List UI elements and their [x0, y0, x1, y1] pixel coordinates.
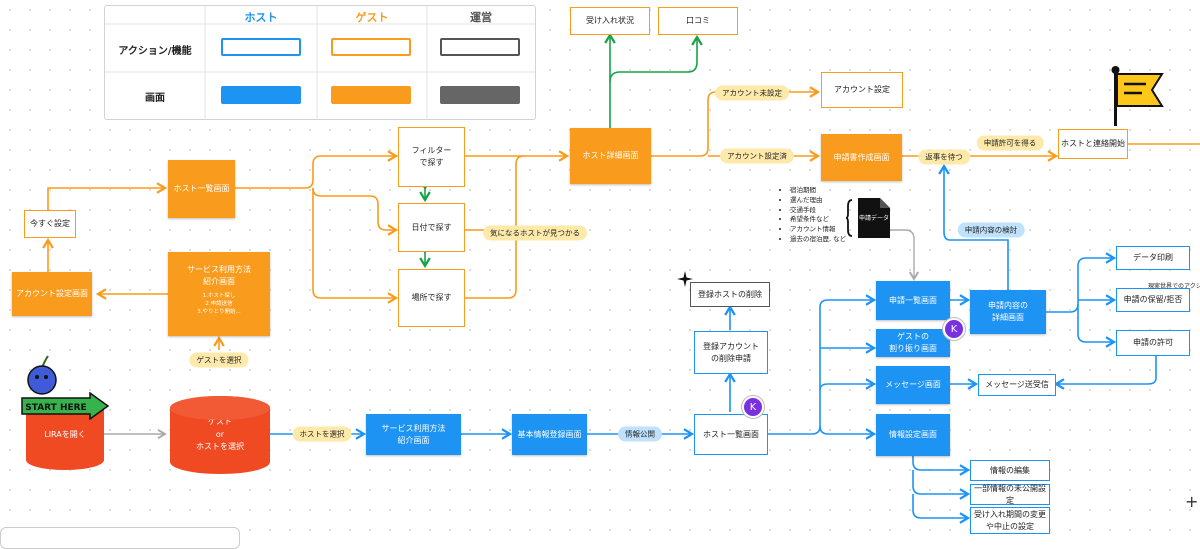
node-info-settings[interactable]: 情報設定画面	[876, 414, 950, 456]
flag-icon	[1111, 66, 1164, 126]
node-kuchikomi[interactable]: 口コミ	[658, 7, 738, 35]
avatar[interactable]: K	[742, 396, 764, 418]
node-partial-private[interactable]: 一部情報の未公開設定	[970, 484, 1050, 505]
node-application-detail[interactable]: 申請内容の 詳細画面	[970, 290, 1046, 334]
node-delete-host[interactable]: 登録ホストの削除	[690, 282, 770, 307]
list-item: 選んだ理由	[790, 196, 846, 206]
node-service-intro-guest-title: サービス利用方法 紹介画面	[187, 265, 251, 286]
node-basic-info[interactable]: 基本情報登録画面	[512, 414, 587, 455]
legend-host-label: ホスト	[244, 11, 278, 24]
cylinder-top	[170, 396, 270, 420]
star-burst-icon	[677, 271, 693, 287]
pill-publish-info: 情報公開	[618, 426, 662, 442]
node-delete-request[interactable]: 登録アカウント の削除申請	[694, 331, 768, 374]
legend-admin-action-swatch	[440, 38, 520, 56]
list-item: 宿泊期間	[790, 186, 846, 196]
node-account-setting[interactable]: アカウント設定	[821, 72, 903, 108]
node-host-list-guest[interactable]: ホスト一覧画面	[168, 160, 235, 218]
node-contact-host[interactable]: ホストと連絡開始	[1058, 129, 1128, 159]
node-filter-search[interactable]: フィルター で探す	[398, 127, 465, 187]
pill-review-application: 申請内容の検討	[957, 222, 1025, 238]
node-now-setting[interactable]: 今すぐ設定	[24, 210, 76, 238]
node-approve[interactable]: 申請の許可	[1116, 330, 1190, 356]
avatar[interactable]: K	[943, 318, 965, 340]
pill-get-permission: 申請許可を得る	[976, 135, 1044, 151]
plus-icon[interactable]: +	[1185, 492, 1199, 511]
node-account-setting-screen[interactable]: アカウント設定画面	[12, 272, 92, 316]
pill-account-set: アカウント設定済	[720, 148, 794, 164]
node-message-send[interactable]: メッセージ送受信	[978, 374, 1056, 396]
legend-table: ホスト ゲスト 運営 アクション/機能 画面	[104, 5, 536, 120]
document-icon-label: 申請データ	[859, 214, 889, 222]
node-service-intro-guest[interactable]: サービス利用方法 紹介画面 1.ホスト探し 2.申請送信 3.やりとり開始...	[168, 252, 270, 336]
legend-grid	[105, 6, 535, 119]
pill-found-host: 気になるホストが見つかる	[483, 225, 587, 241]
list-item: 交通手段	[790, 206, 846, 216]
list-item: 過去の宿泊歴, など	[790, 235, 846, 245]
legend-admin-screen-swatch	[440, 86, 520, 104]
pill-select-guest: ゲストを選択	[189, 352, 249, 368]
node-host-detail[interactable]: ホスト詳細画面	[570, 128, 651, 184]
node-ukeire-status[interactable]: 受け入れ状況	[570, 7, 650, 35]
document-icon: 申請データ	[846, 198, 890, 238]
node-place-search[interactable]: 場所で探す	[398, 269, 465, 327]
cherry-mascot-icon	[27, 355, 57, 395]
node-period-change[interactable]: 受け入れ期間の変更 や中止の設定	[970, 507, 1050, 534]
node-date-search[interactable]: 日付で探す	[398, 203, 465, 252]
list-item: アカウント情報	[790, 225, 846, 235]
pill-select-host: ホストを選択	[292, 426, 352, 442]
legend-row-screen: 画面	[145, 93, 165, 104]
application-data-list: 宿泊期間 選んだ理由 交通手段 希望条件など アカウント情報 過去の宿泊歴, な…	[780, 186, 846, 245]
legend-guest-action-swatch	[331, 38, 411, 56]
pill-wait-reply: 返事を待つ	[918, 149, 970, 165]
list-item: 希望条件など	[790, 215, 846, 225]
legend-guest-label: ゲスト	[355, 11, 389, 24]
node-application-list[interactable]: 申請一覧画面	[876, 281, 950, 320]
node-guest-assign[interactable]: ゲストの 割り振り画面	[876, 329, 950, 357]
node-hold-reject[interactable]: 申請の保留/拒否	[1116, 288, 1190, 312]
node-data-print[interactable]: データ印刷	[1116, 246, 1190, 270]
legend-host-screen-swatch	[221, 86, 301, 104]
node-service-intro-host[interactable]: サービス利用方法 紹介画面	[366, 414, 461, 455]
cut-off-text: 現実世界でのアクショ	[1148, 283, 1200, 290]
pill-account-unset: アカウント未設定	[715, 85, 789, 101]
minimap-panel[interactable]	[0, 527, 240, 549]
legend-row-action: アクション/機能	[118, 46, 192, 57]
legend-host-action-swatch	[221, 38, 301, 56]
legend-guest-screen-swatch	[331, 86, 411, 104]
start-here-text: START HERE	[25, 403, 86, 413]
node-application-create[interactable]: 申請書作成画面	[821, 134, 902, 181]
node-host-list-host[interactable]: ホスト一覧画面	[694, 414, 768, 455]
node-service-intro-guest-steps: 1.ホスト探し 2.申請送信 3.やりとり開始...	[197, 293, 241, 316]
node-info-edit[interactable]: 情報の編集	[970, 460, 1050, 481]
node-message-screen[interactable]: メッセージ画面	[876, 366, 950, 404]
start-here-sticker: START HERE	[21, 392, 110, 420]
legend-admin-label: 運営	[470, 11, 492, 24]
